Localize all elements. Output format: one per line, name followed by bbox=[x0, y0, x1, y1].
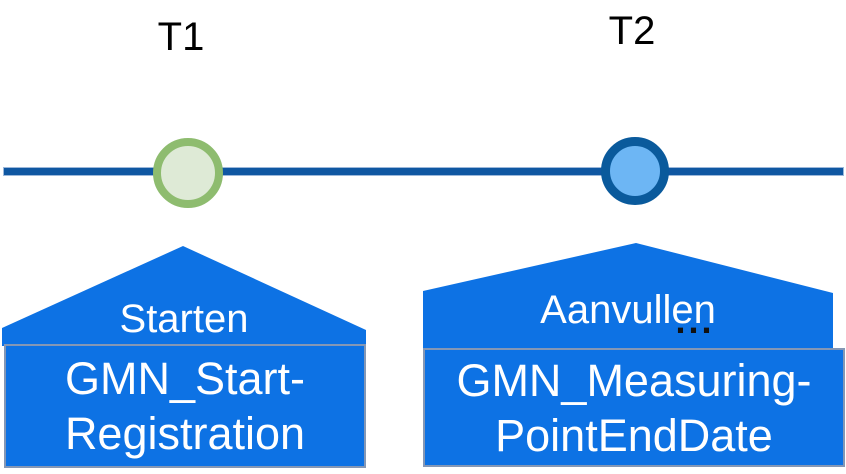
t2-action-label: Aanvullen bbox=[540, 288, 716, 332]
t1-action-label: Starten bbox=[119, 297, 249, 341]
t1-message-box: GMN_Start- Registration bbox=[4, 344, 366, 468]
t2-ellipsis-text: ... bbox=[675, 300, 715, 341]
t2-message-box: GMN_Measuring- PointEndDate bbox=[423, 348, 845, 467]
t2-message-line2: PointEndDate bbox=[495, 409, 773, 461]
t1-message-line1: GMN_Start- bbox=[64, 353, 306, 404]
t1-marker-circle bbox=[153, 138, 223, 208]
timeline-axis bbox=[3, 167, 844, 176]
t1-message-line2: Registration bbox=[64, 408, 306, 459]
t1-time-label: T1 bbox=[157, 15, 205, 59]
t2-marker-circle bbox=[601, 137, 669, 205]
t2-time-label: T2 bbox=[608, 9, 656, 53]
t1-event-pointer-shape: Starten bbox=[2, 246, 366, 346]
t2-event-pointer-shape: Aanvullen bbox=[423, 243, 833, 350]
t2-message-line1: GMN_Measuring- bbox=[456, 354, 812, 406]
